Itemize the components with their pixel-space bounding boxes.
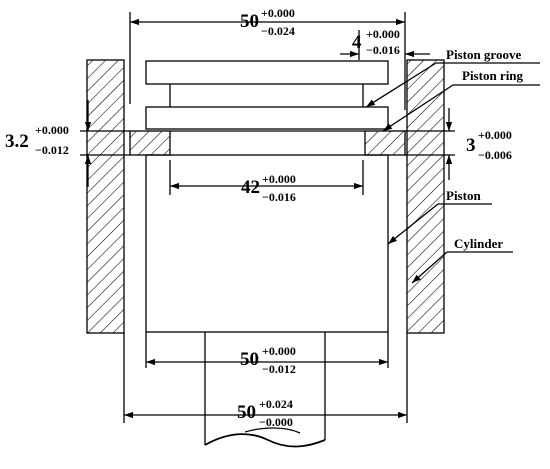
svg-text:50: 50 — [240, 349, 259, 370]
dim-cylinder-diameter-text: 50 +0.024 −0.000 — [237, 397, 293, 429]
piston-second-land — [145, 106, 389, 130]
svg-text:−0.012: −0.012 — [262, 362, 296, 376]
svg-text:+0.000: +0.000 — [262, 344, 296, 358]
svg-text:+0.000: +0.000 — [35, 123, 69, 137]
svg-text:4: 4 — [352, 32, 362, 53]
label-piston-ring: Piston ring — [382, 68, 540, 132]
svg-text:+0.000: +0.000 — [261, 6, 295, 20]
svg-text:+0.024: +0.024 — [259, 397, 293, 411]
dim-groove-height-text: 3 +0.000 −0.006 — [466, 128, 512, 162]
dim-outer-width-text: 50 +0.000 −0.024 — [240, 6, 295, 38]
svg-text:50: 50 — [237, 402, 256, 423]
piston-ring-groove — [169, 84, 364, 107]
cylinder-wall-right — [406, 59, 445, 334]
svg-text:−0.016: −0.016 — [366, 43, 400, 57]
cylinder-wall-left — [86, 59, 125, 334]
svg-text:42: 42 — [241, 177, 260, 198]
label-piston-groove: Piston groove — [365, 47, 540, 108]
piston-rod — [204, 332, 326, 448]
piston-ring-section-right — [364, 130, 406, 156]
dim-groove-diameter-text: 42 +0.000 −0.016 — [241, 172, 296, 204]
svg-text:+0.000: +0.000 — [478, 128, 512, 142]
svg-text:Cylinder: Cylinder — [454, 236, 503, 251]
svg-text:−0.000: −0.000 — [259, 415, 293, 429]
piston-ring-section-left — [129, 130, 171, 156]
label-piston: Piston — [387, 188, 492, 245]
svg-text:3.2: 3.2 — [5, 131, 29, 152]
label-cylinder: Cylinder — [411, 236, 513, 284]
svg-text:+0.000: +0.000 — [262, 172, 296, 186]
svg-text:−0.012: −0.012 — [35, 143, 69, 157]
svg-text:Piston groove: Piston groove — [446, 47, 521, 62]
piston-top-land — [145, 60, 389, 85]
svg-text:−0.016: −0.016 — [262, 190, 296, 204]
svg-text:3: 3 — [466, 135, 476, 156]
svg-text:50: 50 — [240, 11, 259, 32]
svg-text:−0.006: −0.006 — [478, 148, 512, 162]
svg-text:+0.000: +0.000 — [366, 27, 400, 41]
dim-piston-diameter-text: 50 +0.000 −0.012 — [240, 344, 296, 376]
dim-ring-height-text: 3.2 +0.000 −0.012 — [5, 123, 69, 157]
svg-text:−0.024: −0.024 — [261, 24, 295, 38]
svg-text:Piston ring: Piston ring — [462, 68, 524, 83]
svg-text:Piston: Piston — [446, 188, 481, 203]
dim-groove-width-text: 4 +0.000 −0.016 — [352, 27, 400, 57]
